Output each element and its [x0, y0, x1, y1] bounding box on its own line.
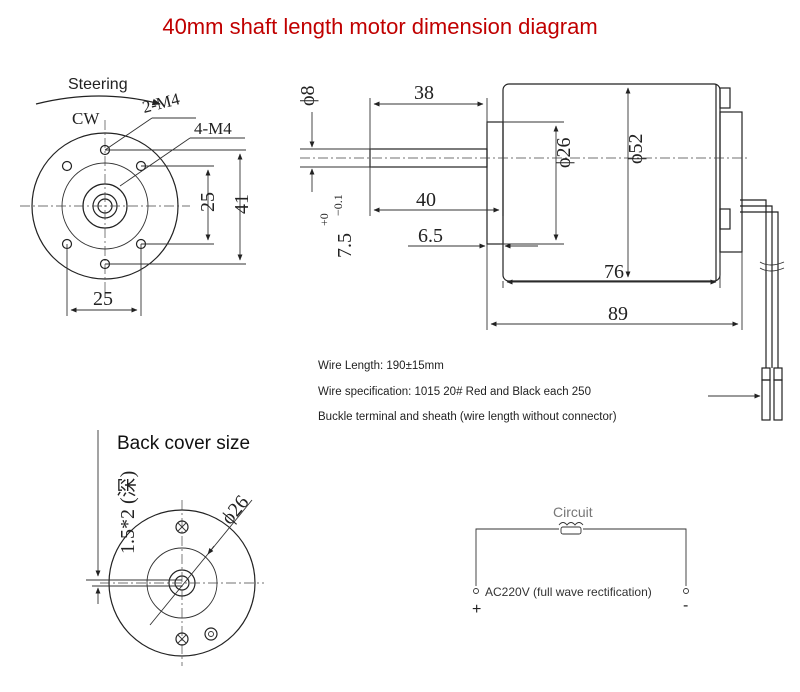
direction-label: CW — [72, 109, 100, 128]
buckle-terminal-1 — [761, 379, 771, 421]
front-view: Steering CW 2-M4 4-M4 25 41 25 — [20, 76, 253, 316]
tolerance-minus: −0.1 — [331, 194, 345, 216]
dim-body-diameter: ϕ52 — [625, 133, 647, 164]
buckle-terminal-2 — [773, 379, 783, 421]
label-2m4: 2-M4 — [140, 89, 182, 117]
dim-back-depth: 1.5*2 (深) — [116, 471, 139, 554]
terminal-sheath-1 — [761, 367, 771, 381]
terminal-negative — [683, 588, 689, 594]
note-terminal: Buckle terminal and sheath (wire length … — [318, 411, 617, 423]
circuit-wire-left — [475, 528, 559, 586]
wire-3 — [740, 211, 779, 368]
dim-shaft-diameter: ϕ8 — [297, 85, 319, 106]
rear-tab-top — [719, 87, 731, 109]
steering-label: Steering — [68, 76, 128, 93]
motor-coil-symbol — [558, 522, 584, 526]
dim-40: 40 — [416, 189, 436, 211]
dim-38: 38 — [414, 82, 434, 104]
leader-4m4 — [119, 137, 191, 187]
rear-cover — [719, 111, 743, 253]
terminal-sheath-2 — [773, 367, 783, 381]
dim-76: 76 — [604, 261, 624, 283]
dim-7-5: 7.5 — [334, 233, 356, 258]
m4-hole-upper-left — [61, 160, 73, 172]
wire-1 — [740, 199, 767, 368]
minus-sign: - — [683, 597, 688, 614]
back-diameter-leader — [149, 499, 253, 626]
back-screw-bottom — [175, 632, 189, 646]
dim-89: 89 — [608, 303, 628, 325]
circuit-wire-right — [583, 528, 687, 586]
back-cover-label: Back cover size — [117, 433, 250, 454]
boss — [486, 121, 504, 245]
circuit-diagram: Circuit AC220V (full wave rectification)… — [472, 504, 689, 618]
note-wire-length: Wire Length: 190±15mm — [318, 360, 444, 372]
label-4m4: 4-M4 — [194, 119, 232, 138]
wire-2 — [740, 205, 773, 368]
dim-41: 41 — [231, 194, 253, 214]
terminal-positive — [473, 588, 479, 594]
back-ground-terminal — [204, 627, 218, 641]
dim-25-vertical: 25 — [197, 192, 219, 212]
diagram-title: 40mm shaft length motor dimension diagra… — [162, 14, 598, 39]
circuit-label: Circuit — [553, 504, 593, 520]
tolerance-plus: +0 — [317, 213, 331, 226]
dim-6-5: 6.5 — [418, 225, 443, 247]
motor-body — [502, 83, 721, 282]
side-view: ϕ8 38 ϕ26 ϕ52 40 6.5 7.5 +0 −0.1 76 — [297, 82, 785, 421]
leader-2m4 — [104, 117, 153, 151]
rotation-arrow — [35, 95, 161, 106]
dim-back-diameter: ϕ26 — [217, 491, 253, 529]
supply-label: AC220V (full wave rectification) — [485, 585, 652, 599]
plus-sign: + — [472, 601, 481, 618]
back-view: Back cover size ϕ26 1.5*2 (深) — [86, 430, 264, 666]
dim-25-horizontal: 25 — [93, 288, 113, 310]
rear-tab-bottom — [719, 208, 731, 230]
back-screw-top — [175, 520, 189, 534]
note-wire-spec: Wire specification: 1015 20# Red and Bla… — [318, 386, 591, 398]
dim-boss-diameter: ϕ26 — [553, 137, 575, 168]
